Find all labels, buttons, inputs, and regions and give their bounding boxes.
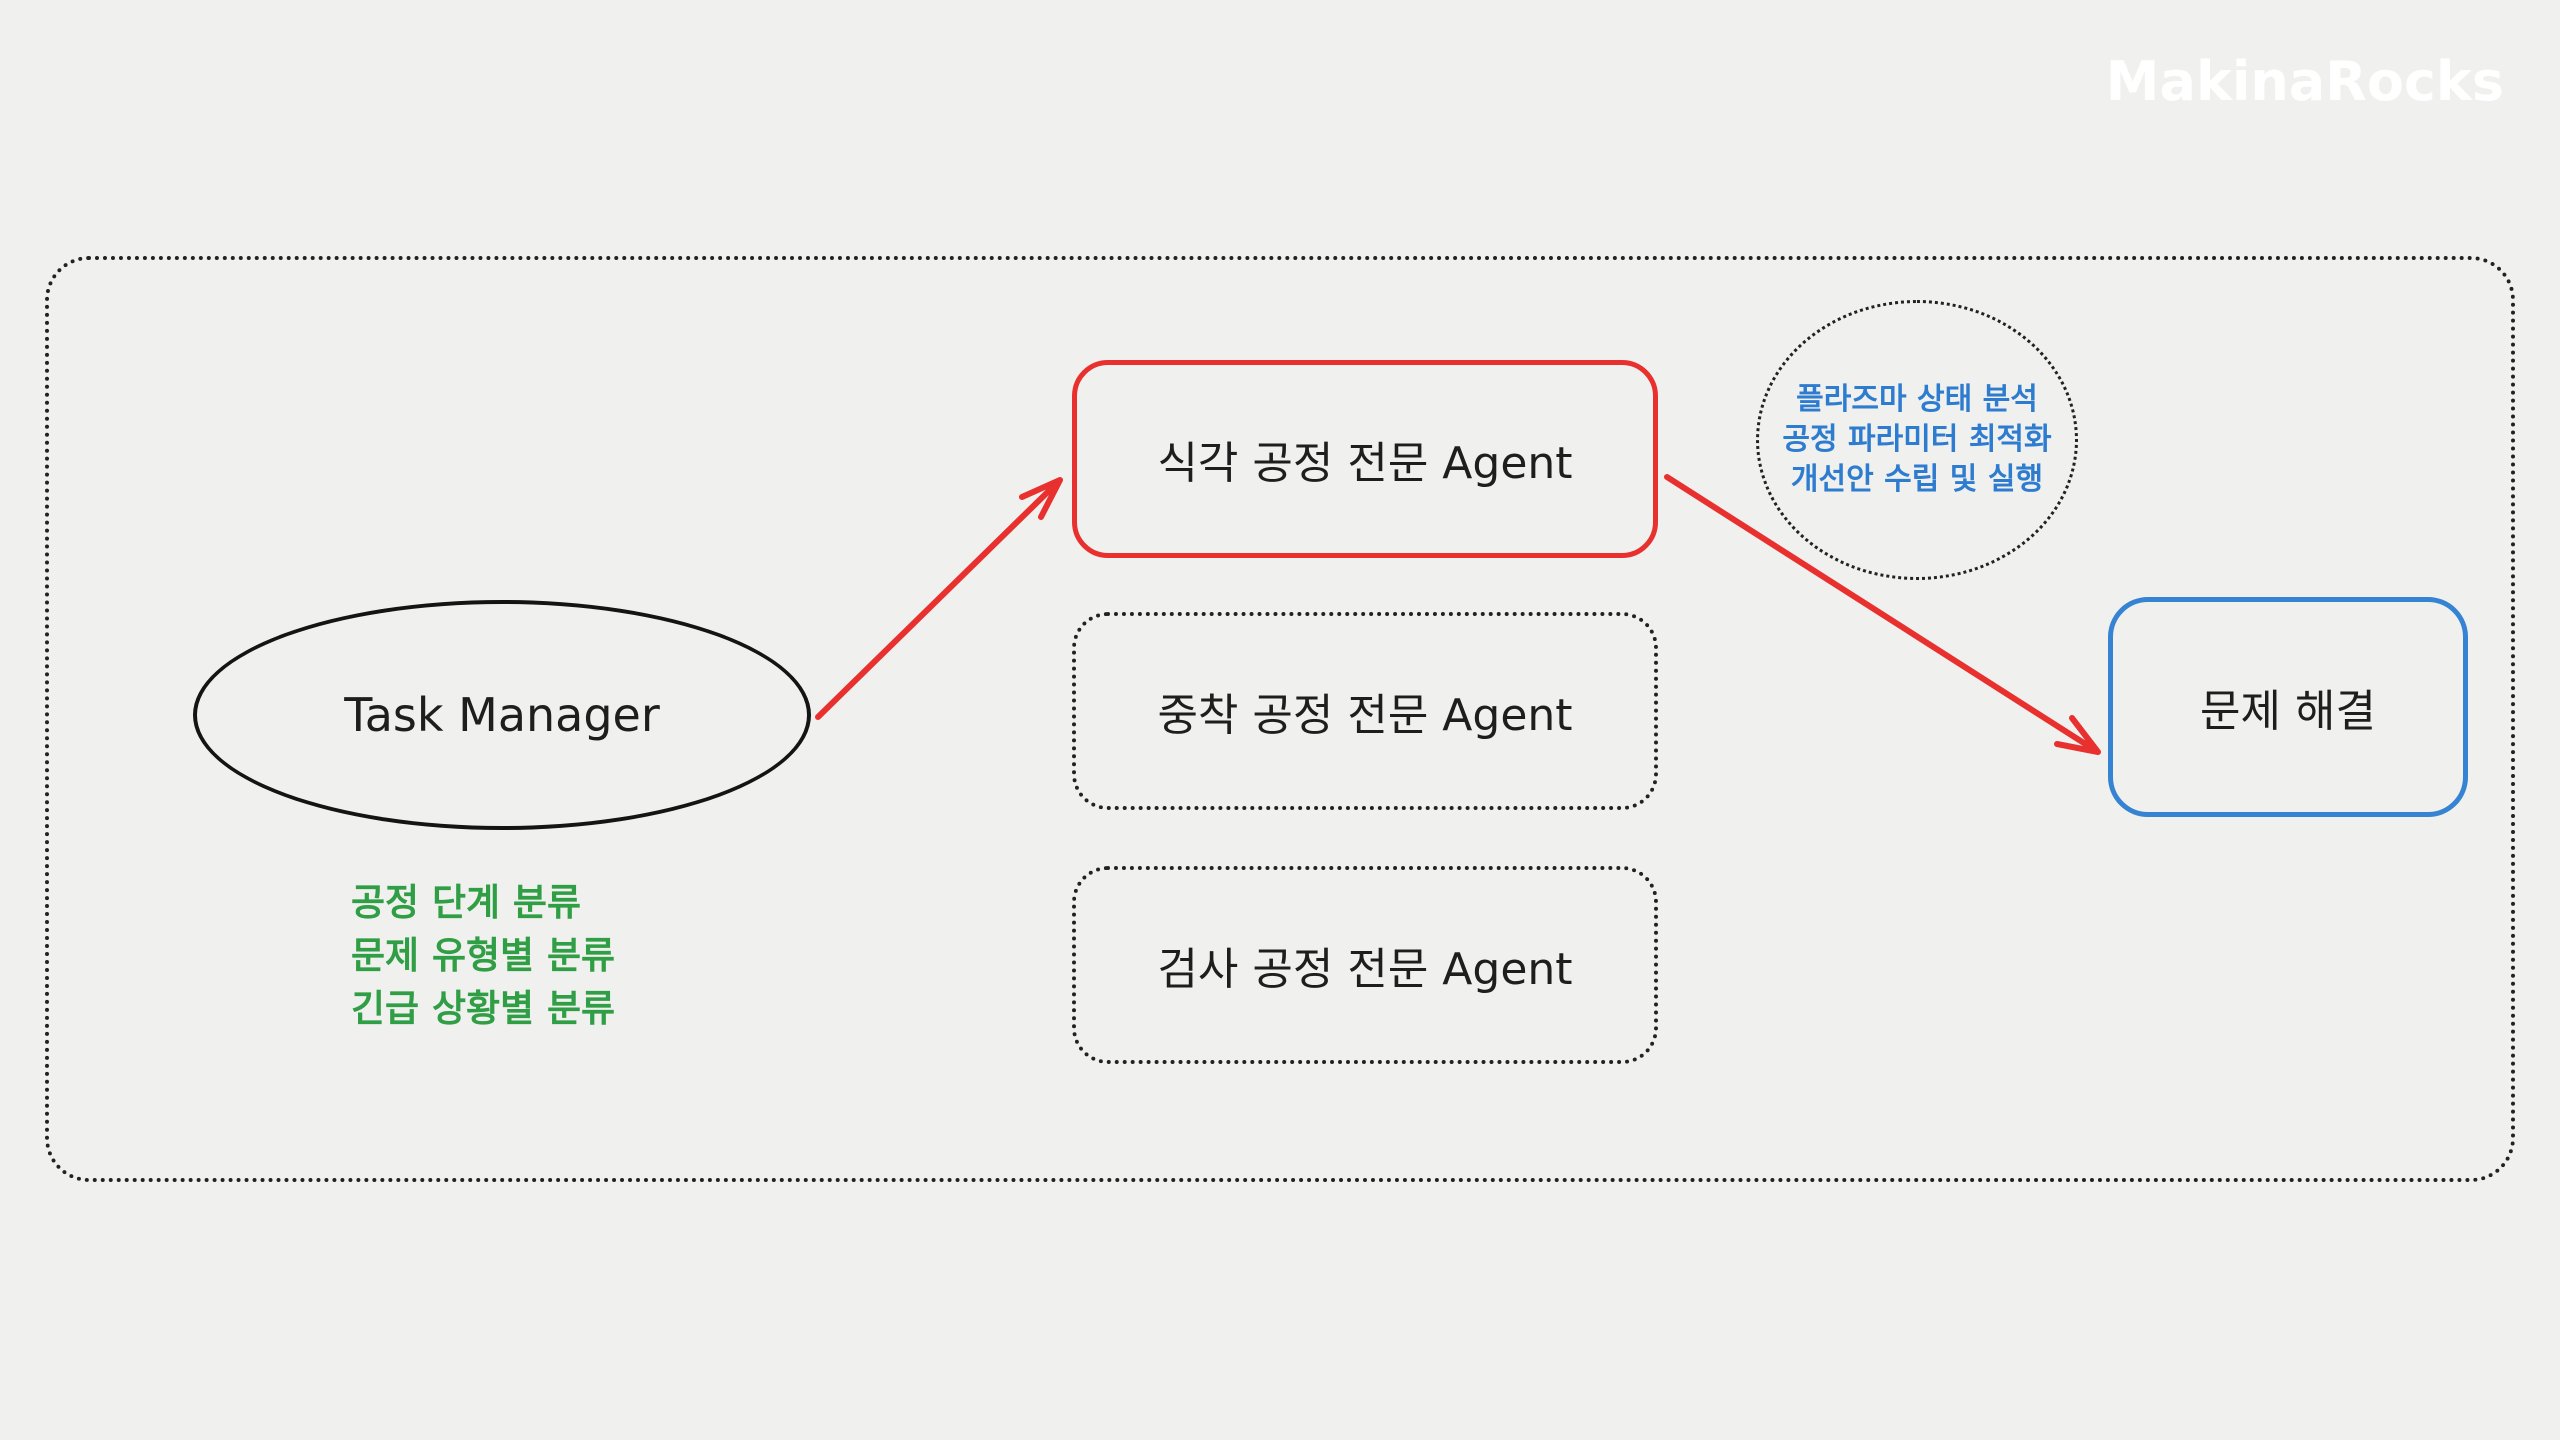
agent-deposition-label: 중착 공정 전문 Agent (1157, 690, 1573, 741)
classification-note-line: 긴급 상황별 분류 (351, 987, 616, 1030)
task-manager-node: Task Manager (193, 600, 811, 830)
capability-note-line: 공정 파라미터 최적화 (1782, 422, 2052, 457)
capability-note-text: 플라즈마 상태 분석 공정 파라미터 최적화 개선안 수립 및 실행 (1782, 380, 2051, 500)
capability-note-line: 개선안 수립 및 실행 (1790, 462, 2044, 497)
diagram-boundary (45, 256, 2515, 1182)
classification-notes: 공정 단계 분류 문제 유형별 분류 긴급 상황별 분류 (351, 876, 615, 1035)
agent-node-etching: 식각 공정 전문 Agent (1072, 360, 1658, 558)
task-manager-label: Task Manager (344, 688, 660, 742)
capability-note-circle: 플라즈마 상태 분석 공정 파라미터 최적화 개선안 수립 및 실행 (1756, 300, 2078, 580)
agent-node-inspection: 검사 공정 전문 Agent (1072, 866, 1658, 1064)
agent-inspection-label: 검사 공정 전문 Agent (1157, 944, 1573, 995)
solution-node: 문제 해결 (2108, 597, 2468, 817)
capability-note-line: 플라즈마 상태 분석 (1796, 382, 2038, 417)
makinarocks-logo: MakinaRocks (2105, 50, 2504, 113)
agent-etching-label: 식각 공정 전문 Agent (1157, 438, 1573, 489)
classification-note-line: 문제 유형별 분류 (351, 934, 616, 977)
classification-note-line: 공정 단계 분류 (351, 881, 582, 924)
solution-label: 문제 해결 (2200, 686, 2376, 737)
agent-node-deposition: 중착 공정 전문 Agent (1072, 612, 1658, 810)
